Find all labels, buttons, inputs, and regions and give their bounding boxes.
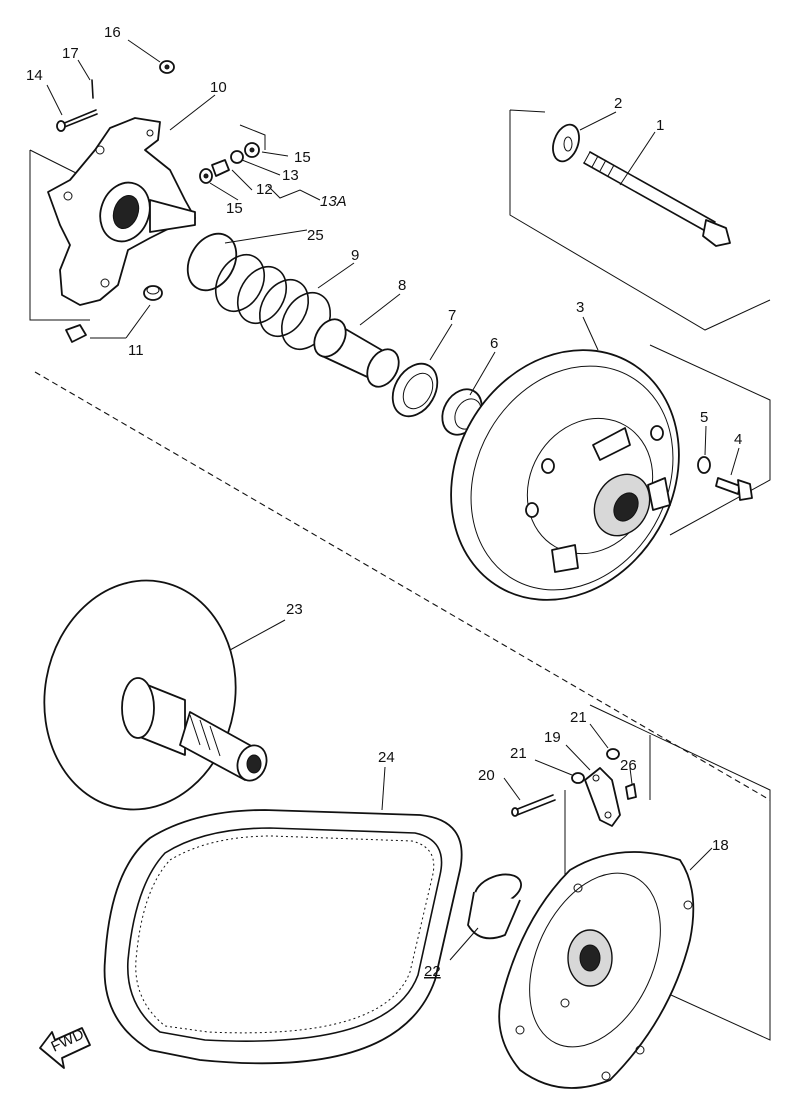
part-24-drive-belt xyxy=(103,809,463,1065)
part-18-fixed-plate xyxy=(498,851,695,1089)
callout-16: 16 xyxy=(104,24,121,41)
callout-3: 3 xyxy=(576,299,584,316)
callout-12: 12 xyxy=(256,181,273,198)
part-21-washer-right xyxy=(606,748,620,760)
part-12-13-15-rollers xyxy=(199,142,260,184)
callout-15-lower: 15 xyxy=(226,200,243,217)
callout-11: 11 xyxy=(128,342,144,359)
callout-25: 25 xyxy=(307,227,324,244)
part-3-movable-sheave xyxy=(450,349,680,601)
fixed-sheave-group-bracket xyxy=(589,704,771,1041)
part-25-ring xyxy=(186,232,238,292)
callout-19: 19 xyxy=(544,729,561,746)
part-21-washer-left xyxy=(571,772,585,784)
callout-21-right: 21 xyxy=(570,709,587,726)
callout-17: 17 xyxy=(62,45,79,62)
fwd-direction-badge xyxy=(39,1027,91,1069)
callout-24: 24 xyxy=(378,749,395,766)
part-17-clip xyxy=(91,79,94,99)
callout-4: 4 xyxy=(734,431,742,448)
callout-9: 9 xyxy=(351,247,359,264)
part-8-collar xyxy=(313,318,400,388)
callout-1: 1 xyxy=(656,117,664,134)
callout-10: 10 xyxy=(210,79,227,96)
part-7-seal xyxy=(391,362,439,418)
callout-13a: 13A xyxy=(320,193,347,210)
callout-21-left: 21 xyxy=(510,745,527,762)
callout-8: 8 xyxy=(398,277,406,294)
part-26-screw xyxy=(625,783,637,800)
rollers-group-bracket xyxy=(239,124,266,150)
callout-14: 14 xyxy=(26,67,43,84)
part-11-slider-buttons xyxy=(65,285,163,343)
part-5-lock-washer xyxy=(697,456,711,474)
arm-group-bracket xyxy=(564,735,651,890)
part-14-pin xyxy=(56,109,98,132)
part-10-spider xyxy=(47,117,196,306)
part-19-arm xyxy=(584,767,621,827)
callout-2: 2 xyxy=(614,95,622,112)
callout-15-upper: 15 xyxy=(294,149,311,166)
callout-5: 5 xyxy=(700,409,708,426)
callout-26: 26 xyxy=(620,757,637,774)
callout-6: 6 xyxy=(490,335,498,352)
leader-lines xyxy=(46,39,740,961)
callout-7: 7 xyxy=(448,307,456,324)
part-2-washer xyxy=(552,123,580,163)
part-16-nut xyxy=(159,60,175,74)
bolt-group-bracket xyxy=(509,109,771,331)
part-22-bushing xyxy=(467,873,522,940)
part-20-pin xyxy=(511,794,556,817)
callout-18: 18 xyxy=(712,837,729,854)
assembly-axis-line xyxy=(34,371,771,801)
callout-13: 13 xyxy=(282,167,299,184)
part-1-long-bolt xyxy=(583,151,731,247)
callout-23: 23 xyxy=(286,601,303,618)
callout-22: 22 xyxy=(424,963,441,980)
callout-20: 20 xyxy=(478,767,495,784)
sheave-group-bracket xyxy=(649,344,771,536)
part-23-fixed-sheave xyxy=(43,579,268,811)
part-4-bolt xyxy=(715,477,753,501)
